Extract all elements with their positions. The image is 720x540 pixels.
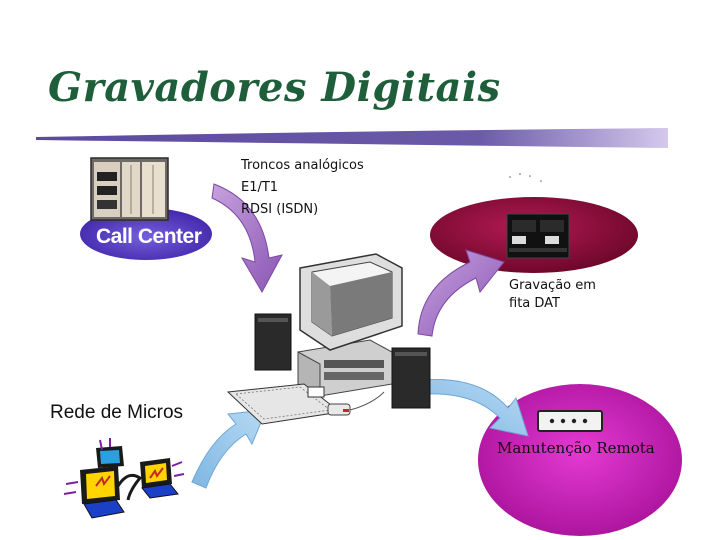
title-divider <box>36 128 668 148</box>
trunk-types-list: Troncos analógicos E1/T1 RDSI (ISDN) <box>241 155 364 221</box>
digital-recorder-workstation <box>226 253 431 425</box>
dat-label-line1: Gravação em <box>509 278 596 293</box>
network-cable <box>116 473 143 501</box>
trunk-label-analog: Troncos analógicos <box>241 158 364 173</box>
arrow-call-center-to-recorder <box>211 183 283 294</box>
pbx-cabinet-icon <box>90 157 169 221</box>
pc-top-icon <box>96 446 124 468</box>
trunk-label-e1t1: E1/T1 <box>241 180 279 195</box>
page-title: Gravadores Digitais <box>48 64 501 111</box>
arrow-recorder-to-dat <box>417 249 505 337</box>
maintenance-blob <box>478 384 682 536</box>
call-center-blob <box>80 208 212 260</box>
modem-icon <box>537 410 603 432</box>
left-speaker-icon <box>254 313 292 371</box>
right-speaker-icon <box>391 347 431 409</box>
sparkle-dots <box>509 173 542 182</box>
network-of-micros-node <box>63 438 185 519</box>
arrow-network-to-recorder <box>191 409 267 489</box>
remote-maintenance-node <box>478 384 682 536</box>
motion-lines <box>63 438 185 495</box>
pc-right-icon <box>140 458 179 499</box>
pc-left-icon <box>80 466 125 519</box>
call-center-node <box>80 157 212 260</box>
dat-recording-label: Gravação em fita DAT <box>509 277 596 313</box>
mouse-icon <box>327 391 385 416</box>
call-center-label: Call Center <box>96 225 202 248</box>
diskette-icon <box>307 386 325 398</box>
dat-label-line2: fita DAT <box>509 296 560 311</box>
network-label: Rede de Micros <box>50 402 184 423</box>
dat-tape-icon <box>506 213 570 259</box>
remote-maintenance-label: Manutenção Remota <box>497 439 655 457</box>
monitor-icon <box>299 253 403 351</box>
arrow-recorder-to-maintenance <box>423 379 529 437</box>
trunk-label-isdn: RDSI (ISDN) <box>241 202 319 217</box>
dat-recorder-node <box>430 173 638 273</box>
